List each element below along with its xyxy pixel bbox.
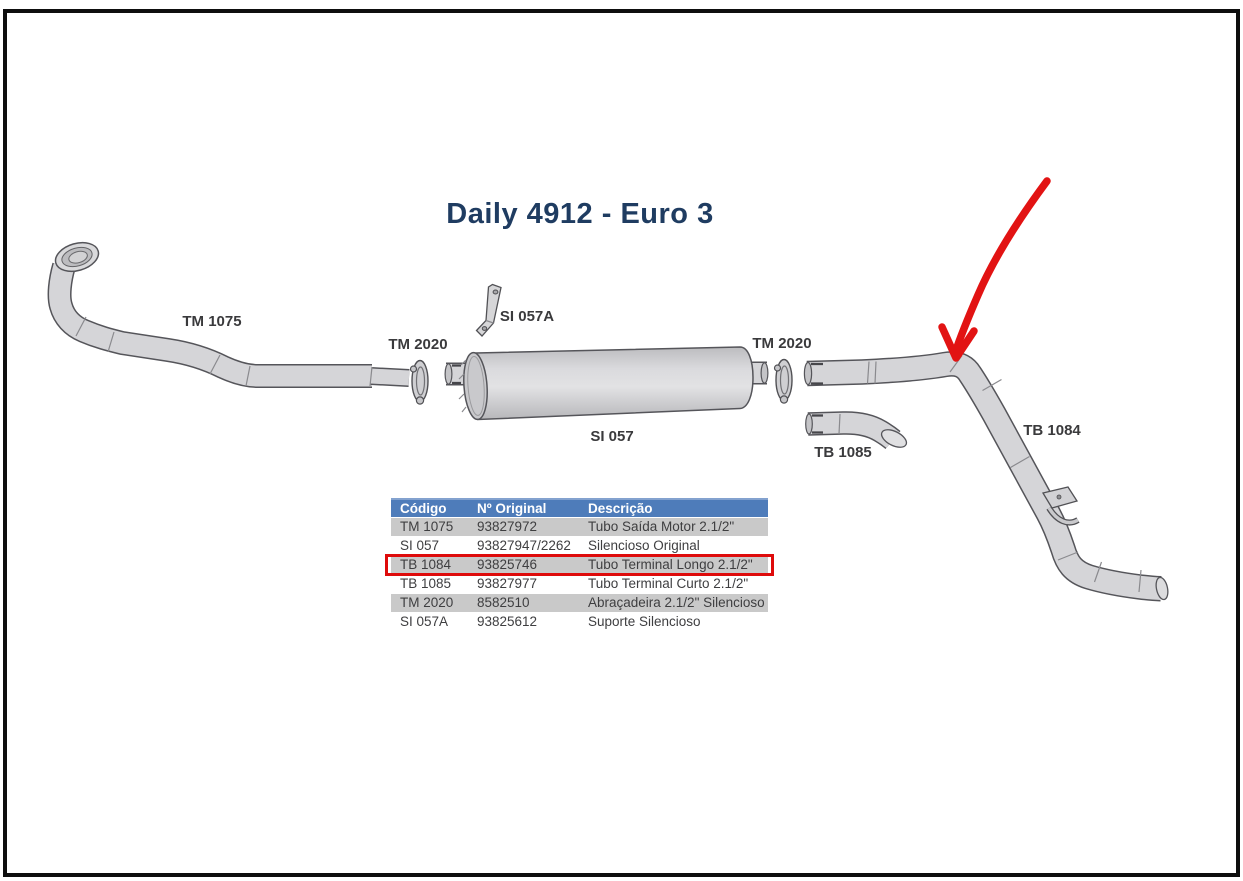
table-row: TM 1075 93827972 Tubo Saída Motor 2.1/2" [391,518,768,537]
col-header-codigo: Código [400,501,447,516]
table-header-row: Código Nº Original Descrição [391,498,768,518]
part-label-tb-1085: TB 1085 [814,444,872,461]
part-tb-1085-pipe [805,411,908,450]
cell-original: 93827972 [477,519,538,534]
part-label-si-057a: SI 057A [500,308,554,325]
part-label-tm-2020-left: TM 2020 [388,336,447,353]
table-row: TB 1085 93827977 Tubo Terminal Curto 2.1… [391,575,768,594]
table-row: SI 057A 93825612 Suporte Silencioso [391,613,768,632]
table-row: TM 2020 8582510 Abraçadeira 2.1/2" Silen… [391,594,768,613]
page-title: Daily 4912 - Euro 3 [446,198,714,230]
part-si-057a-bracket [475,283,502,337]
cell-codigo: SI 057 [400,538,440,553]
cell-original: 93825746 [477,557,538,572]
cell-codigo: TM 2020 [400,595,454,610]
table-row: SI 057 93827947/2262 Silencioso Original [391,537,768,556]
cell-codigo: TB 1085 [400,576,452,591]
part-label-tm-1075: TM 1075 [182,313,241,330]
tb-1084-hanger-bracket [1041,486,1080,526]
cell-descricao: Tubo Saída Motor 2.1/2" [588,519,735,534]
table-row-highlighted: TB 1084 93825746 Tubo Terminal Longo 2.1… [391,556,768,575]
cell-codigo: TM 1075 [400,519,454,534]
highlight-arrow [938,177,1051,362]
cell-descricao: Suporte Silencioso [588,614,701,629]
parts-table: Código Nº Original Descrição TM 1075 938… [385,498,774,632]
col-header-original: Nº Original [477,501,547,516]
part-tm-1075-pipe [47,241,410,388]
cell-descricao: Tubo Terminal Longo 2.1/2" [588,557,753,572]
col-header-descricao: Descrição [588,501,653,516]
part-tm-2020-clamp-left [409,359,429,405]
cell-original: 8582510 [477,595,530,610]
part-label-si-057: SI 057 [590,428,633,445]
cell-codigo: SI 057A [400,614,449,629]
cell-codigo: TB 1084 [400,557,452,572]
part-label-tb-1084: TB 1084 [1023,422,1081,439]
part-si-057-muffler [444,346,769,421]
cell-original: 93825612 [477,614,538,629]
part-tb-1084-pipe [803,351,1169,602]
cell-descricao: Abraçadeira 2.1/2" Silencioso [588,595,765,610]
part-label-tm-2020-right: TM 2020 [752,335,811,352]
cell-original: 93827947/2262 [477,538,571,553]
cell-descricao: Silencioso Original [588,538,700,553]
flange-cup [54,241,100,273]
cell-descricao: Tubo Terminal Curto 2.1/2" [588,576,749,591]
cell-original: 93827977 [477,576,538,591]
part-tm-2020-clamp-right [773,358,793,404]
